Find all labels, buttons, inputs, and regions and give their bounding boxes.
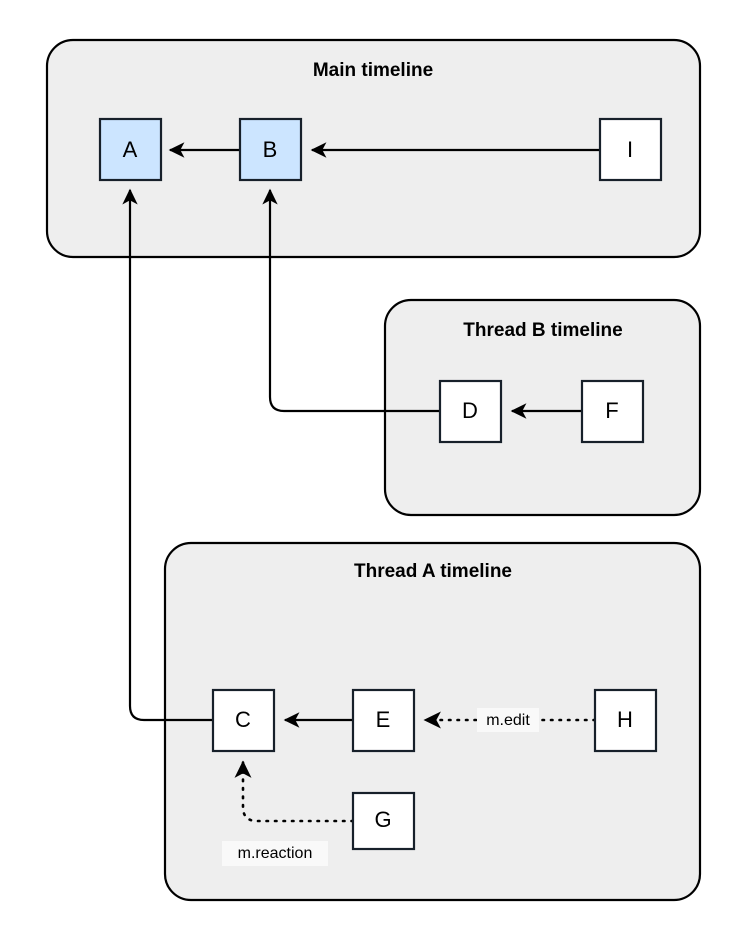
group-main-timeline: Main timeline: [45, 38, 702, 259]
m-edit-label-text: m.edit: [486, 712, 530, 729]
main-timeline-container: [45, 38, 702, 259]
m-edit-label-background: [477, 708, 539, 732]
node-c[interactable]: C: [211, 688, 276, 753]
edge-c-to-a: [122, 188, 213, 722]
node-a-box[interactable]: [98, 117, 163, 182]
thread-a-timeline-title: Thread A timeline: [354, 561, 512, 582]
node-g-label: G: [374, 807, 391, 832]
node-i[interactable]: I: [598, 117, 663, 182]
edge-g-to-c: [234, 760, 355, 823]
main-timeline-title: Main timeline: [313, 60, 433, 81]
node-d-box[interactable]: [438, 379, 503, 444]
node-e-label: E: [376, 707, 391, 732]
node-a-label: A: [123, 137, 138, 162]
node-g[interactable]: G: [351, 791, 416, 851]
node-a[interactable]: A: [98, 117, 163, 182]
node-d-label: D: [462, 398, 478, 423]
group-thread-b-timeline: Thread B timeline: [383, 298, 702, 517]
node-c-label: C: [235, 707, 251, 732]
node-e[interactable]: E: [351, 688, 416, 753]
m-reaction-label-text: m.reaction: [238, 845, 313, 862]
node-g-box[interactable]: [351, 791, 416, 851]
thread-b-timeline-title: Thread B timeline: [463, 320, 622, 341]
node-h-box[interactable]: [593, 688, 658, 753]
node-b-box[interactable]: [238, 117, 303, 182]
thread-b-timeline-container: [383, 298, 702, 517]
node-h-label: H: [617, 707, 633, 732]
node-d[interactable]: D: [438, 379, 503, 444]
m-reaction-label-background: [222, 841, 328, 866]
node-h[interactable]: H: [593, 688, 658, 753]
node-f-label: F: [605, 398, 618, 423]
node-f-box[interactable]: [580, 379, 645, 444]
edge-label-m-reaction: m.reaction: [222, 841, 328, 866]
node-f[interactable]: F: [580, 379, 645, 444]
node-i-box[interactable]: [598, 117, 663, 182]
node-c-box[interactable]: [211, 688, 276, 753]
edge-label-m-edit: m.edit: [477, 708, 539, 732]
edge-d-to-b: [262, 188, 440, 413]
node-i-label: I: [627, 137, 633, 162]
node-e-box[interactable]: [351, 688, 416, 753]
node-b-label: B: [263, 137, 278, 162]
node-b[interactable]: B: [238, 117, 303, 182]
